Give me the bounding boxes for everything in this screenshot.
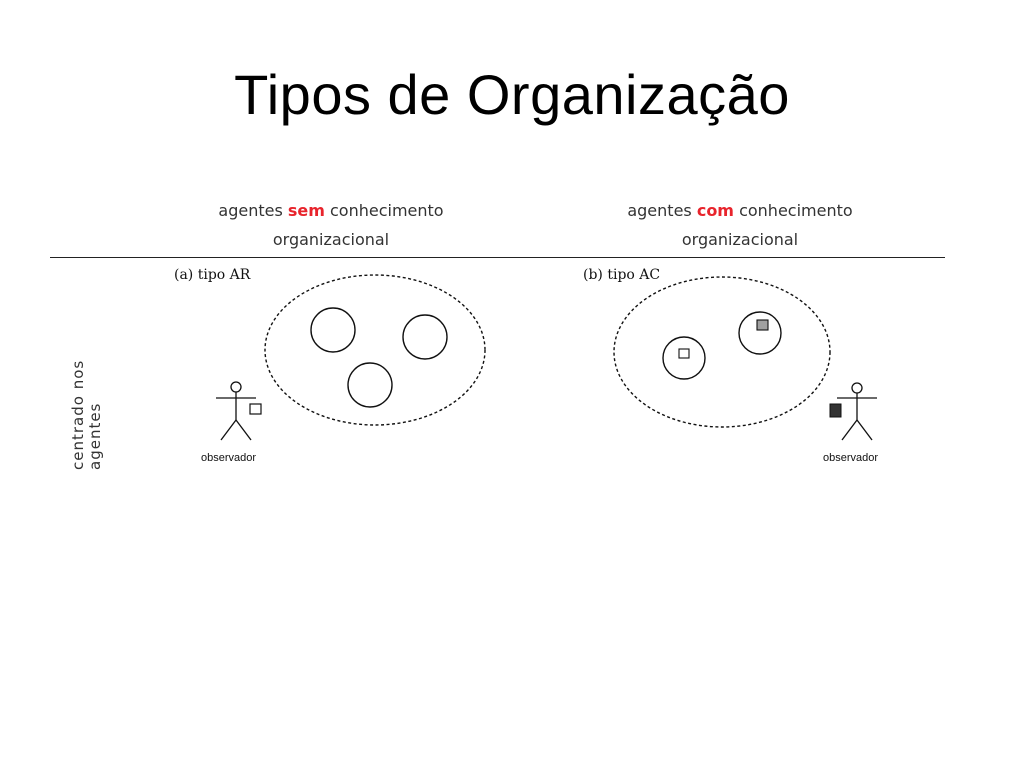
agent-circle: [662, 336, 706, 380]
column-header-sem: agentes sem conhecimento organizacional: [181, 196, 481, 254]
header-divider: [50, 257, 945, 258]
agent-circle: [310, 307, 356, 353]
panel-label-ar: (a) tipo AR: [174, 267, 251, 283]
agent-circle: [402, 314, 448, 360]
column-header-com: agentes com conhecimento organizacional: [590, 196, 890, 254]
observer-label-ac: observador: [823, 452, 879, 464]
panel-label-ac: (b) tipo AC: [583, 267, 661, 283]
panel-ac: [613, 276, 877, 441]
keyword-sem: sem: [287, 201, 325, 220]
agent-gray-square-icon: [756, 319, 769, 331]
observer-figure-icon: [837, 382, 877, 441]
column-header-prefix: agentes: [627, 201, 697, 220]
column-header-line1: agentes sem conhecimento: [181, 196, 481, 225]
column-header-line2: organizacional: [272, 230, 390, 249]
organization-boundary-ar: [264, 274, 486, 426]
observer-label-ar: observador: [201, 452, 257, 464]
column-header-line2: organizacional: [681, 230, 799, 249]
agent-empty-square-icon: [678, 348, 690, 359]
agent-circle: [738, 311, 782, 355]
agent-circle: [347, 362, 393, 408]
column-header-suffix: conhecimento: [324, 201, 444, 220]
slide-title: Tipos de Organização: [234, 63, 790, 126]
observer-figure-icon: [216, 381, 256, 441]
panel-ar: [216, 274, 486, 441]
organization-boundary-ac: [613, 276, 831, 428]
keyword-com: com: [696, 201, 734, 220]
column-header-line1: agentes com conhecimento: [590, 196, 890, 225]
observer-empty-square-icon: [249, 403, 262, 415]
observer-dark-square-icon: [829, 403, 842, 418]
column-header-prefix: agentes: [218, 201, 288, 220]
column-header-suffix: conhecimento: [733, 201, 853, 220]
